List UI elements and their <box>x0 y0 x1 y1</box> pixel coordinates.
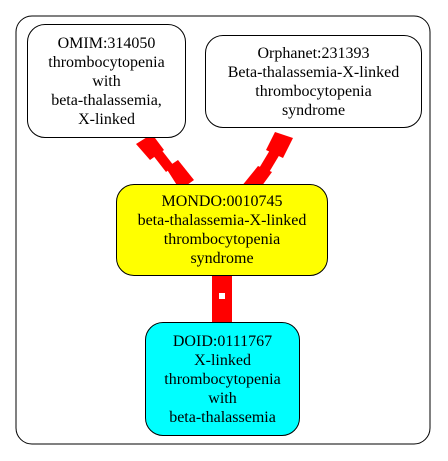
edge-mondo-to-doid-gap-right <box>225 293 232 299</box>
edge-omim-to-mondo-tail <box>166 160 194 190</box>
node-omim-line-3: with <box>92 72 121 90</box>
node-mondo-line-2: beta-thalassemia-X-linked <box>137 212 307 229</box>
edge-omim-to-mondo <box>136 134 194 190</box>
node-doid-line-4: with <box>208 389 237 407</box>
node-doid-line-3: thrombocytopenia <box>164 370 281 388</box>
node-omim[interactable]: OMIM:314050 thrombocytopenia with beta-t… <box>27 24 186 138</box>
node-orphanet[interactable]: Orphanet:231393 Beta-thalassemia-X-linke… <box>205 35 422 128</box>
node-omim-line-2: thrombocytopenia <box>48 53 165 71</box>
edge-mondo-to-doid-gap-left <box>212 293 219 299</box>
node-mondo-line-1: MONDO:0010745 <box>161 193 283 210</box>
node-mondo-line-4: syndrome <box>190 250 254 267</box>
node-orphanet-line-2: Beta-thalassemia-X-linked <box>227 63 400 81</box>
node-doid-line-2: X-linked <box>194 351 251 369</box>
node-mondo-line-3: thrombocytopenia <box>163 231 281 248</box>
node-orphanet-line-1: Orphanet:231393 <box>257 44 370 62</box>
graph-frame <box>15 15 431 445</box>
node-doid-line-1: DOID:0111767 <box>172 332 273 350</box>
edge-orphanet-to-mondo-shaft <box>258 150 280 174</box>
edge-omim-to-mondo-shaft <box>152 148 174 172</box>
node-orphanet-line-4: syndrome <box>281 101 346 119</box>
edge-mondo-to-doid <box>212 276 232 324</box>
node-omim-line-5: X-linked <box>78 110 135 128</box>
edge-mondo-to-doid-upper <box>212 276 232 293</box>
node-omim-line-1: OMIM:314050 <box>57 34 156 52</box>
node-mondo[interactable]: MONDO:0010745 beta-thalassemia-X-linked … <box>116 184 328 276</box>
node-orphanet-line-3: thrombocytopenia <box>255 82 372 100</box>
node-omim-line-4: beta-thalassemia, <box>51 91 162 109</box>
node-doid[interactable]: DOID:0111767 X-linked thrombocytopenia w… <box>145 322 300 436</box>
edge-mondo-to-doid-lower <box>212 299 232 324</box>
node-doid-line-5: beta-thalassemia <box>169 408 276 426</box>
